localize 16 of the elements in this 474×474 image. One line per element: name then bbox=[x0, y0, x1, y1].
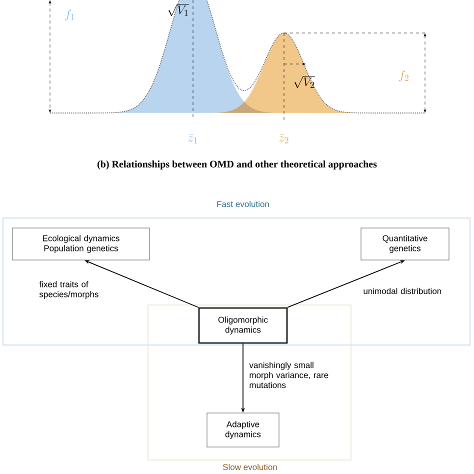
edge-label: vanishingly small morph variance, rare mutations bbox=[249, 362, 328, 388]
math-label: $\bar{z}_1$ bbox=[188, 134, 198, 144]
edge-label: fixed traits of species/morphs bbox=[39, 281, 98, 299]
process-box: Adaptive dynamics bbox=[206, 412, 280, 448]
math-label: $f_2$ bbox=[399, 70, 408, 82]
math-label: $\bar{z}_2$ bbox=[279, 134, 288, 144]
math-label: $\sqrt{V_1}$ bbox=[168, 4, 189, 16]
process-box: Quantitative genetics bbox=[360, 228, 450, 260]
panel-title: (b) Relationships between OMD and other theoretical approaches bbox=[98, 160, 377, 170]
node-label: Slow evolution bbox=[222, 464, 277, 470]
process-box: Oligomorphic dynamics bbox=[198, 307, 288, 344]
node-label: Fast evolution bbox=[217, 200, 269, 208]
math-label: $\sqrt{V_2}$ bbox=[294, 76, 315, 88]
edge-label: unimodal distribution bbox=[364, 288, 442, 294]
process-box: Ecological dynamics Population genetics bbox=[12, 228, 150, 260]
math-label: $f_1$ bbox=[65, 10, 74, 20]
